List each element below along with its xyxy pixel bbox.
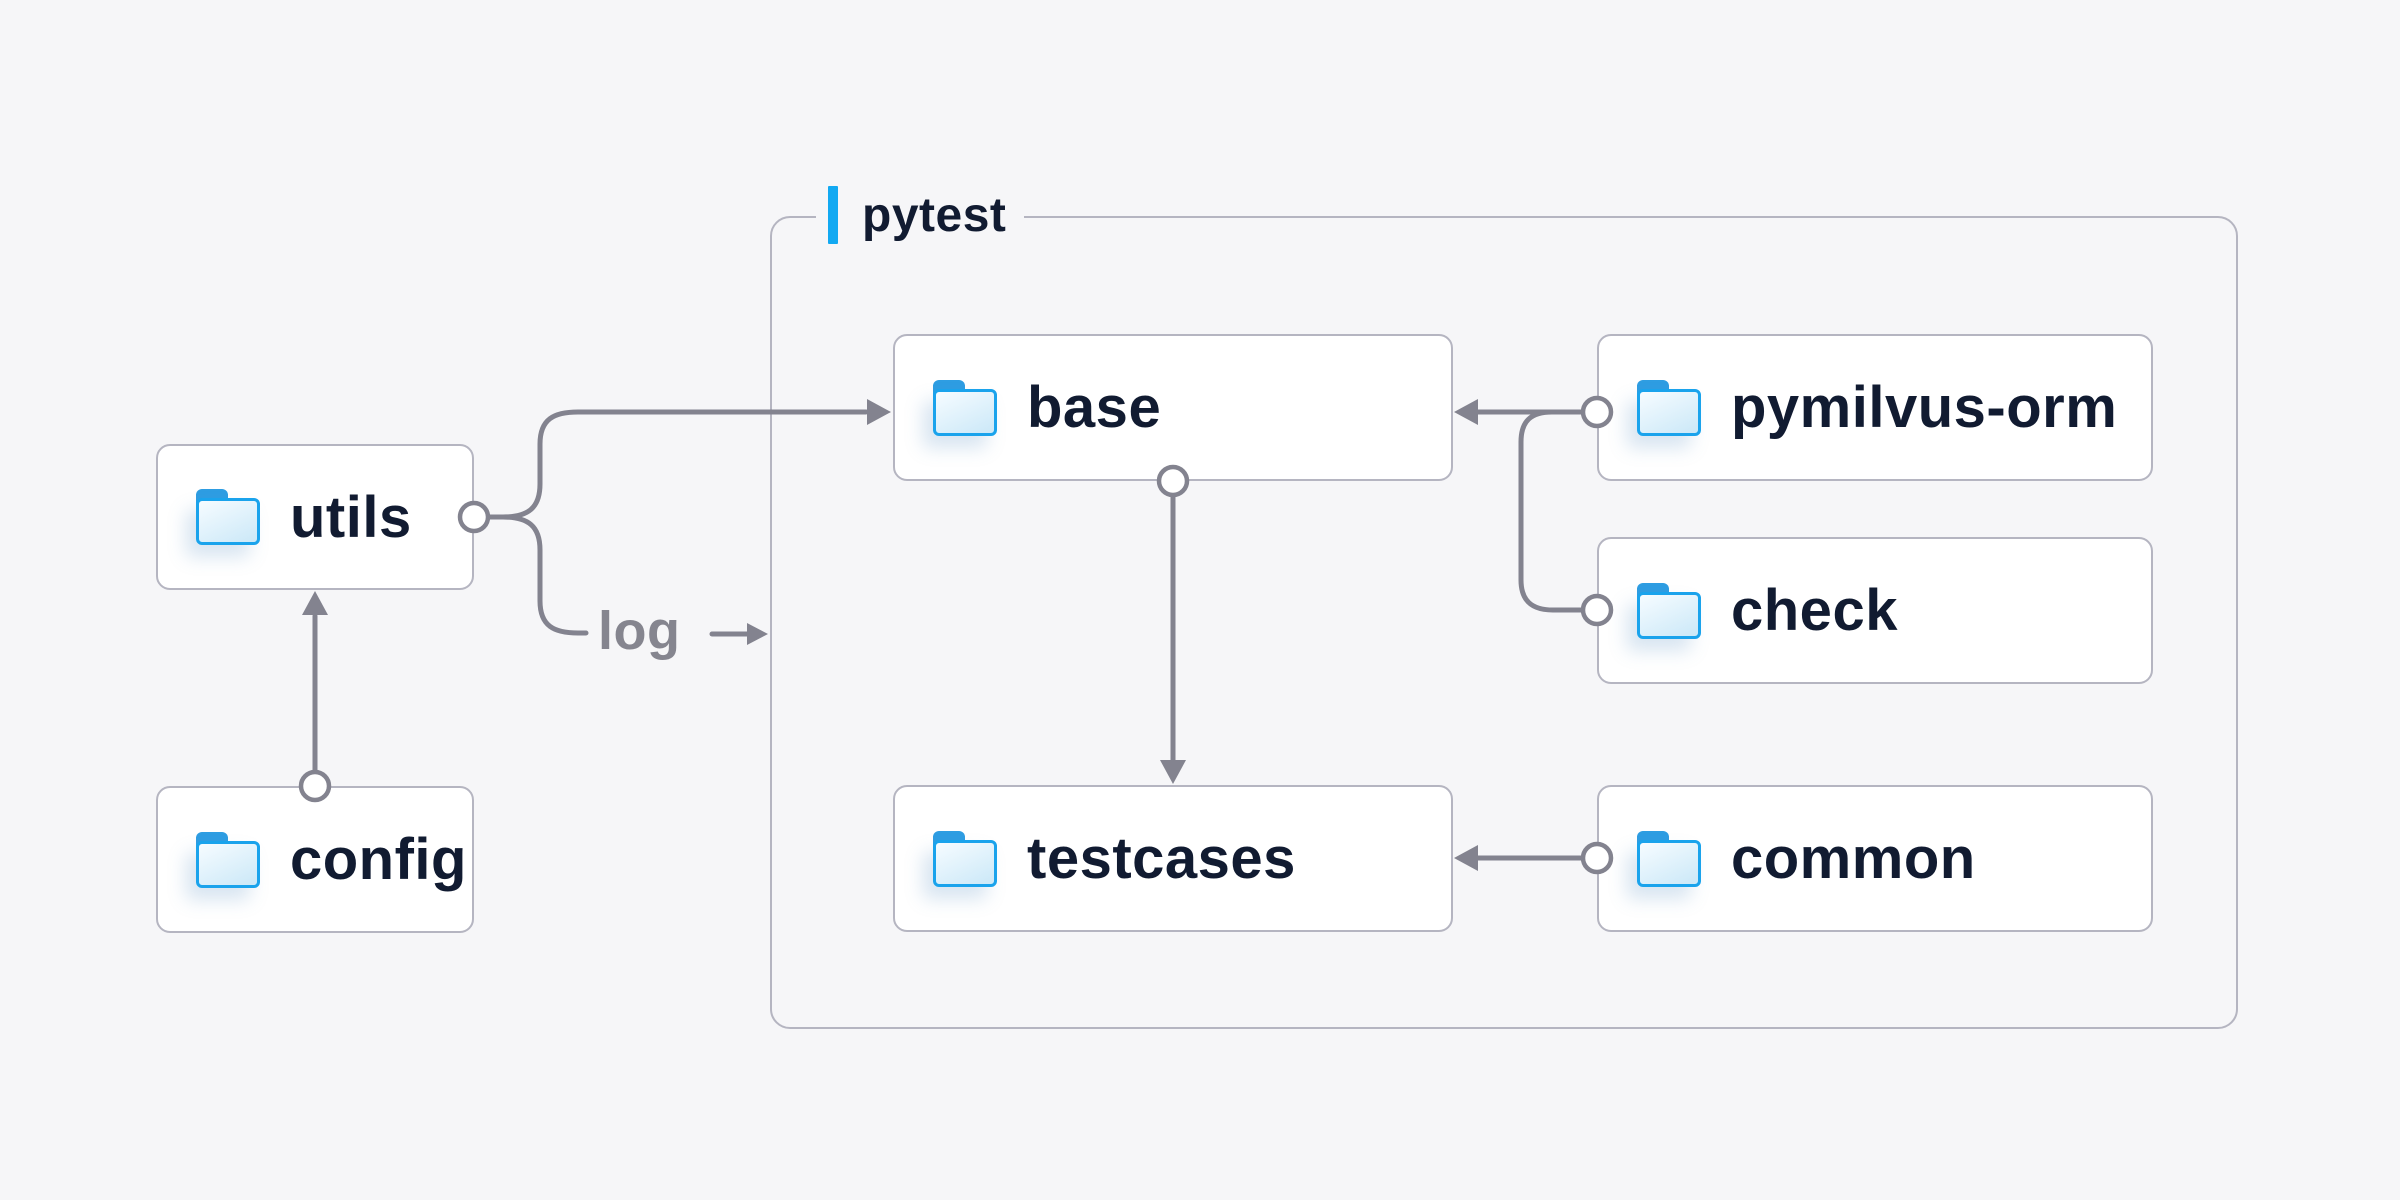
edge-utils-log	[485, 514, 589, 636]
node-label: utils	[290, 484, 412, 550]
node-label: base	[1027, 375, 1162, 440]
node-check: check	[1597, 537, 2153, 684]
node-utils: utils	[156, 444, 474, 590]
node-pymilvus-orm: pymilvus-orm	[1597, 334, 2153, 481]
pytest-group-title: pytest	[862, 188, 1007, 242]
accent-bar	[828, 186, 838, 244]
folder-icon	[1637, 379, 1701, 436]
folder-icon	[933, 379, 997, 436]
node-base: base	[893, 334, 1453, 481]
node-label: testcases	[1027, 826, 1296, 891]
node-label: pymilvus-orm	[1731, 375, 2118, 440]
node-label: common	[1731, 826, 1976, 891]
folder-icon	[933, 830, 997, 887]
folder-icon	[196, 831, 260, 888]
node-common: common	[1597, 785, 2153, 932]
arrowhead-up	[302, 591, 328, 615]
node-label: check	[1731, 578, 1898, 643]
pytest-group-container	[770, 216, 2238, 1029]
folder-icon	[1637, 830, 1701, 887]
arrowhead-log-right	[747, 623, 768, 645]
folder-icon	[1637, 582, 1701, 639]
folder-icon	[196, 489, 260, 545]
node-label: config	[290, 827, 467, 892]
node-testcases: testcases	[893, 785, 1453, 932]
edge-label-log: log	[598, 601, 681, 661]
pytest-group-label: pytest	[816, 180, 1025, 250]
node-config: config	[156, 786, 474, 933]
